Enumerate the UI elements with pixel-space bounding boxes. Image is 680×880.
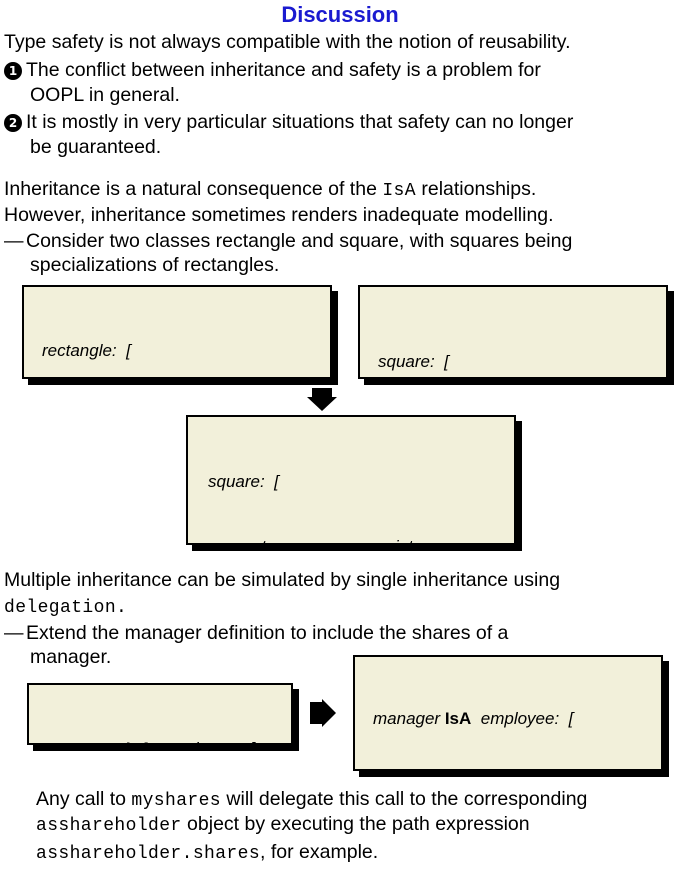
square-box-title: square: [ <box>378 352 449 371</box>
delegation-line-1: Multiple inheritance can be simulated by… <box>4 568 678 593</box>
closing-text-a: Any call to <box>36 788 132 810</box>
closing-text-c: object by executing the path expression <box>181 813 530 835</box>
delegation-text-1: Multiple inheritance can be simulated by… <box>4 569 561 591</box>
manager-box-title: manager IsA employee: [ <box>54 738 254 743</box>
myshares-mono-token: myshares <box>131 791 222 811</box>
inheritance-dash-line-2: specializations of rectangles. <box>4 253 680 278</box>
inheritance-text-2: However, inheritance sometimes renders i… <box>4 204 554 226</box>
rectangle-definition-box: rectangle: [ center:point, sidelength:IN… <box>22 285 332 379</box>
delegation-mono-token: delegation. <box>4 598 128 618</box>
inheritance-dash-text: Consider two classes rectangle and squar… <box>26 230 573 252</box>
bullet-marker-1: 1 <box>4 62 22 80</box>
rectangle-box-title: rectangle: [ <box>42 341 131 360</box>
delegation-dash-line-1: —Extend the manager definition to includ… <box>4 621 678 646</box>
inheritance-text-b: relationships. <box>415 178 537 200</box>
intro-bullet-2-line-2: be guaranteed. <box>4 135 680 160</box>
manager-ext-box-title: manager IsA employee: [ <box>373 709 574 728</box>
inheritance-dash-line-1: —Consider two classes rectangle and squa… <box>4 229 678 254</box>
em-dash-marker: — <box>4 230 24 252</box>
delegation-dash-text-cont: manager. <box>30 646 112 668</box>
asshareholder-shares-mono-token: asshareholder.shares <box>36 844 261 864</box>
asshareholder-mono-token: asshareholder <box>36 816 182 836</box>
isa-mono-token: IsA <box>382 181 416 201</box>
bullet-1-text: The conflict between inheritance and saf… <box>26 59 541 81</box>
delegation-dash-line-2: manager. <box>4 645 680 670</box>
em-dash-marker-2: — <box>4 622 24 644</box>
closing-line-3: asshareholder.shares, for example. <box>36 840 680 867</box>
bullet-2-text-cont: be guaranteed. <box>30 136 162 158</box>
inheritance-dash-text-cont: specializations of rectangles. <box>30 254 280 276</box>
delegation-line-2: delegation. <box>4 594 678 621</box>
closing-line-2: asshareholder object by executing the pa… <box>36 812 680 839</box>
square-definition-box: square: [ center:point, sidelength:INTEG… <box>358 285 668 379</box>
inheritance-line-1: Inheritance is a natural consequence of … <box>4 177 678 204</box>
merged-box-row-0: center:point, <box>208 536 462 544</box>
bullet-marker-2: 2 <box>4 114 22 132</box>
intro-text: Type safety is not always compatible wit… <box>4 31 571 53</box>
closing-text-b: will delegate this call to the correspon… <box>221 788 588 810</box>
inheritance-line-2: However, inheritance sometimes renders i… <box>4 203 678 228</box>
inheritance-text-a: Inheritance is a natural consequence of … <box>4 178 383 200</box>
manager-extended-definition-box: manager IsA employee: [ asshareholder:sh… <box>353 655 663 771</box>
bullet-1-text-cont: OOPL in general. <box>30 84 180 106</box>
page-title: Discussion <box>281 2 399 27</box>
merged-definition-box: square: [ center:point, sidelength:INTEG… <box>186 415 516 545</box>
manager-definition-box: manager IsA employee: [ staff: { employe… <box>27 683 293 745</box>
bullet-2-text: It is mostly in very particular situatio… <box>26 111 574 133</box>
delegation-dash-text: Extend the manager definition to include… <box>26 622 509 644</box>
intro-bullet-1-line-2: OOPL in general. <box>4 83 680 108</box>
closing-text-d: , for example. <box>260 841 379 863</box>
closing-line-1: Any call to myshares will delegate this … <box>36 787 680 814</box>
merged-box-title: square: [ <box>208 472 279 491</box>
intro-line-1: Type safety is not always compatible wit… <box>4 30 678 55</box>
